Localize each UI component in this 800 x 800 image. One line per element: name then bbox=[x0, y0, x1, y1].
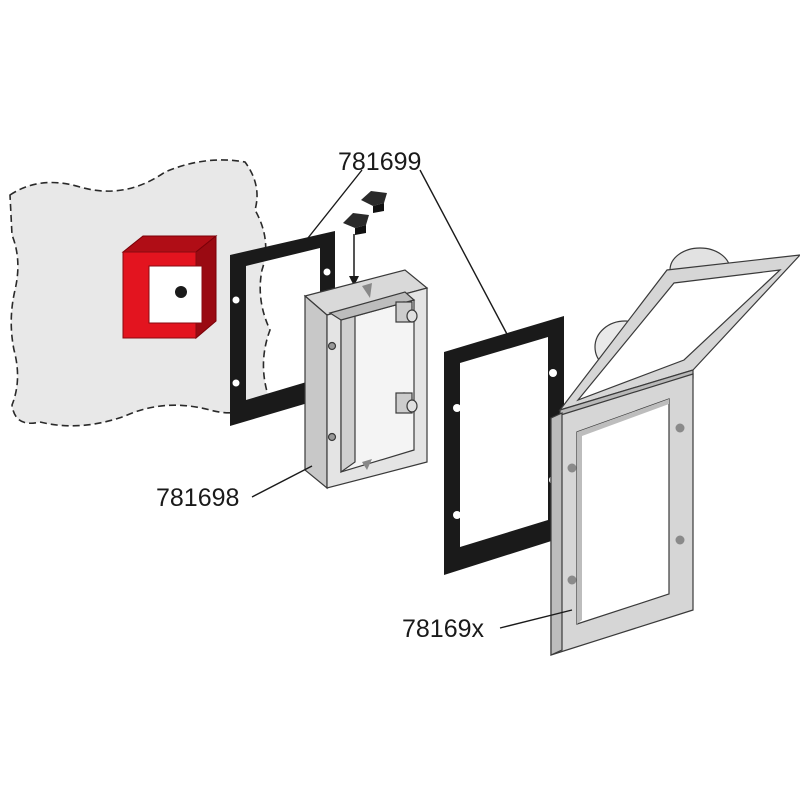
label-781698: 781698 bbox=[156, 484, 239, 512]
hinged-cover bbox=[550, 247, 800, 656]
clip-bottom bbox=[343, 213, 369, 235]
leader-781699-right bbox=[419, 169, 509, 337]
manual-call-point bbox=[121, 234, 218, 340]
gasket-2 bbox=[444, 316, 564, 575]
label-781699: 781699 bbox=[338, 148, 421, 176]
arrow bbox=[349, 234, 359, 286]
leader-781698 bbox=[251, 465, 313, 498]
clip-top bbox=[361, 191, 387, 213]
spacer-frame bbox=[303, 269, 429, 490]
leader-78169x bbox=[499, 609, 573, 629]
leader-781699-left bbox=[299, 169, 363, 249]
label-78169x: 78169x bbox=[402, 615, 485, 643]
